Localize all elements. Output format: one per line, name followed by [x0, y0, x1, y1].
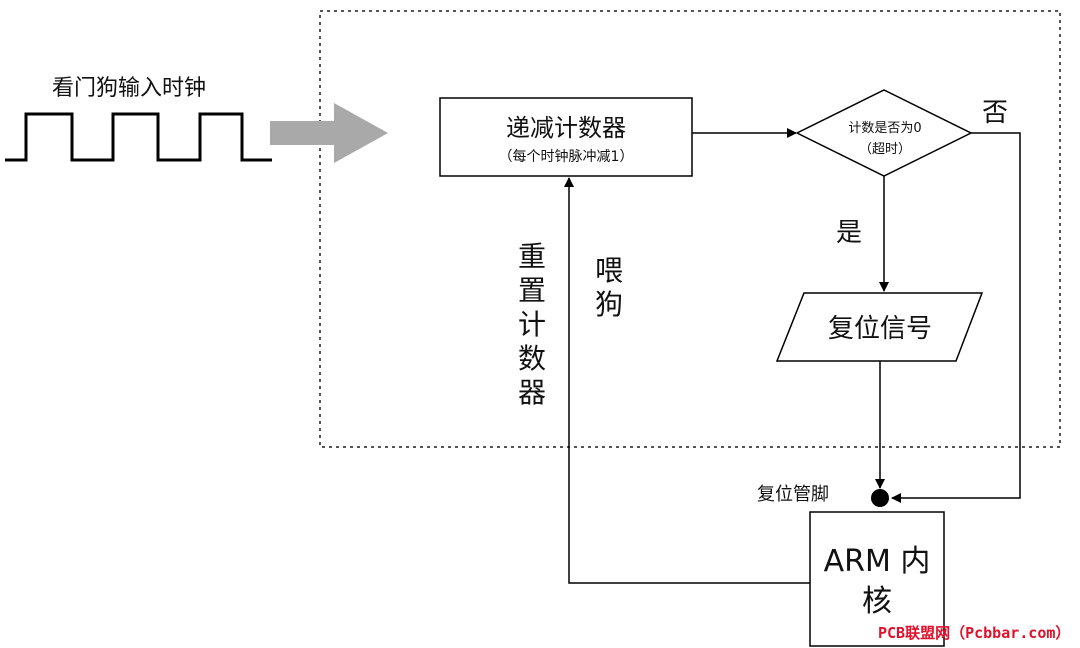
reload-counter-label: 重置计数器 — [517, 240, 546, 409]
yes-branch-label: 是 — [836, 218, 863, 248]
reset-signal-parallelogram — [775, 292, 984, 362]
watchdog-boundary-frame — [319, 10, 1061, 448]
decision-text: 计数是否为0 （超时） — [800, 118, 970, 160]
no-path-line — [891, 132, 1021, 503]
reset-pin-dot — [871, 489, 889, 507]
decision-line1: 计数是否为0 — [848, 121, 922, 136]
arm-core-label: ARM 内核 — [823, 544, 931, 619]
down-counter-box — [439, 97, 693, 177]
clock-input-arrow — [270, 103, 388, 163]
reset-pin-label: 复位管脚 — [757, 484, 829, 505]
clock-input-label: 看门狗输入时钟 — [52, 76, 207, 101]
down-counter-title: 递减计数器 — [506, 114, 626, 142]
down-counter-subtitle: （每个时钟脉冲减1） — [498, 149, 634, 165]
reset-signal-label: 复位信号 — [827, 314, 932, 344]
arm-core-box — [809, 511, 945, 647]
clock-square-wave — [5, 112, 272, 162]
no-branch-label: 否 — [982, 98, 1009, 128]
feed-dog-feedback-line — [564, 177, 810, 584]
site-watermark: PCB联盟网（Pcbbar.com） — [878, 624, 1071, 642]
feed-dog-label: 喂狗 — [594, 254, 623, 321]
decision-line2: （超时） — [858, 142, 911, 157]
